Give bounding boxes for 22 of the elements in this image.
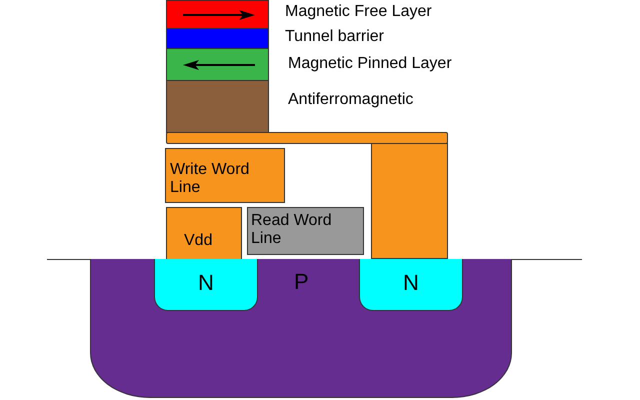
tunnel-barrier-layer [166,28,269,49]
n-diffusion-region [359,259,463,311]
pinned-layer [166,48,269,81]
block-label: Write Word Line [170,161,250,196]
write-word-line-block [165,148,285,203]
layer-label: Magnetic Pinned Layer [288,55,452,73]
region-label: N [197,271,215,296]
block-label: Read Word Line [251,212,333,248]
read-word-line-block [247,207,364,255]
bottom-electrode-bar [166,132,448,144]
via-pillar [371,143,448,259]
region-label: N [402,271,420,296]
p-substrate [90,259,512,398]
block-label: Vdd [184,232,214,250]
free-layer [166,0,269,29]
region-label: P [294,270,309,294]
vdd-contact [166,207,242,260]
n-diffusion-region [154,259,258,311]
layer-label: Tunnel barrier [285,28,384,46]
antiferromagnetic-layer [166,80,269,133]
layer-label: Magnetic Free Layer [285,3,432,21]
layer-label: Antiferromagnetic [288,91,414,109]
